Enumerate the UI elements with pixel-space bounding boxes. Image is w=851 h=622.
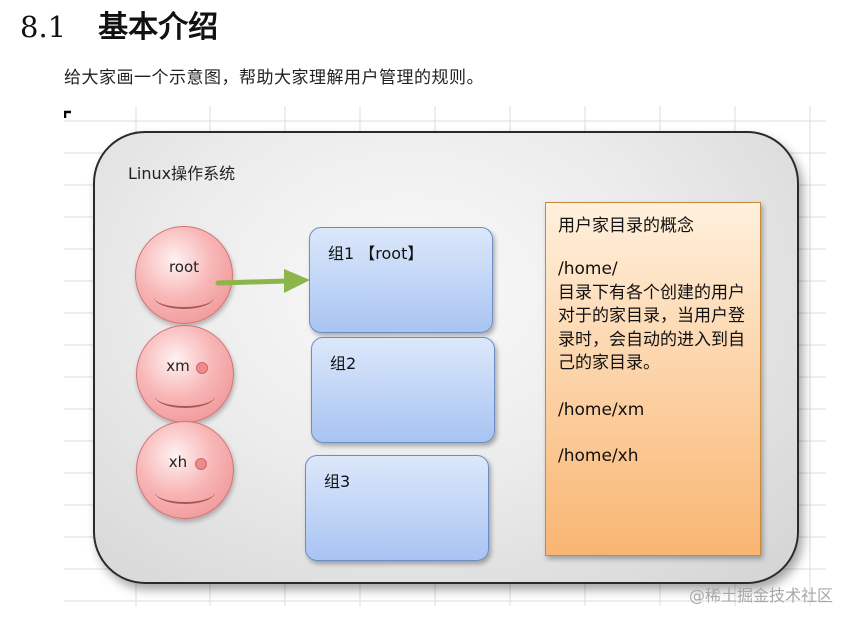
eye-icon xyxy=(195,458,207,470)
eye-icon xyxy=(196,362,208,374)
concept-title: 用户家目录的概念 xyxy=(558,216,694,236)
concept-description: 目录下有各个创建的用户对于的家目录，当用户登录时，会自动的进入到自己的家目录。 xyxy=(558,282,745,374)
user-name: xh xyxy=(168,453,188,471)
user-name: xm xyxy=(166,357,190,375)
group-3-box: 组3 xyxy=(305,455,489,561)
group-1-box: 组1 【root】 xyxy=(309,227,493,333)
user-xm: xm xyxy=(136,325,234,423)
concept-body: /home/ 目录下有各个创建的用户对于的家目录，当用户登录时，会自动的进入到自… xyxy=(558,258,758,469)
user-name: root xyxy=(168,258,200,276)
smile-icon xyxy=(155,384,215,408)
intro-text: 给大家画一个示意图，帮助大家理解用户管理的规则。 xyxy=(64,68,484,88)
user-root: root xyxy=(135,226,233,324)
corner-mark xyxy=(64,110,71,118)
home-example-xh: /home/xh xyxy=(558,446,639,466)
group-label: 组2 xyxy=(330,354,357,373)
home-directory-concept: 用户家目录的概念 /home/ 目录下有各个创建的用户对于的家目录，当用户登录时… xyxy=(545,202,761,556)
arrow-icon xyxy=(215,269,310,293)
smile-icon xyxy=(154,285,214,309)
user-xh: xh xyxy=(136,421,234,519)
group-label: 组1 【root】 xyxy=(328,244,424,263)
smile-icon xyxy=(155,480,215,504)
section-title: 基本介绍 xyxy=(98,10,219,45)
watermark: @稀土掘金技术社区 xyxy=(688,586,833,605)
group-2-box: 组2 xyxy=(311,337,495,443)
section-heading: 8.1 基本介绍 xyxy=(20,2,218,46)
section-number: 8.1 xyxy=(20,10,67,44)
group-label: 组3 xyxy=(324,472,351,491)
os-label: Linux操作系统 xyxy=(128,164,236,183)
home-path: /home/ xyxy=(558,259,618,279)
home-example-xm: /home/xm xyxy=(558,399,645,420)
